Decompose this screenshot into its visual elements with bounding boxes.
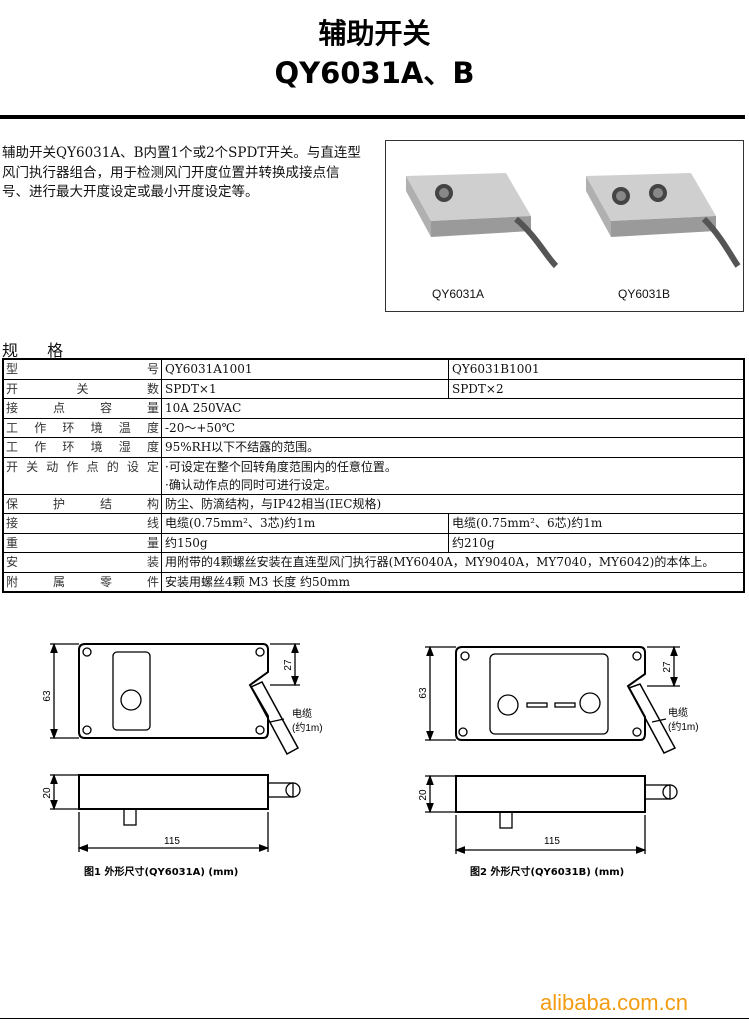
fig2-height: 63: [418, 687, 429, 699]
fig1-caption: 图1 外形尺寸(QY6031A) (mm): [84, 865, 238, 878]
spec-value-text: 安装用螺丝4颗 M3 长度 约50mm: [165, 574, 351, 589]
spec-value: 安装用螺丝4颗 M3 长度 约50mm: [161, 571, 745, 593]
page-title: 辅助开关: [318, 17, 431, 50]
spec-label: 接线: [2, 513, 162, 534]
spec-value-text: 电缆(0.75mm²、3芯)约1m: [165, 516, 316, 530]
spec-value-text: ·可设定在整个回转角度范围内的任意位置。: [165, 459, 397, 474]
spec-value-text: 用附带的4颗螺丝安装在直连型风门执行器(MY6040A，MY9040A，MY70…: [165, 555, 715, 569]
intro-text: 辅助开关QY6031A、B内置1个或2个SPDT开关。与直连型风门执行器组合，用…: [2, 145, 361, 200]
spec-row: 重量约150g 约210g: [2, 532, 745, 553]
spec-row: 安装用附带的4颗螺丝安装在直连型风门执行器(MY6040A，MY9040A，MY…: [2, 552, 745, 573]
fig1-cable-label: 电缆: [292, 707, 312, 720]
spec-value: SPDT×1: [161, 378, 449, 399]
spec-value-b: QY6031B1001: [448, 358, 745, 380]
spec-row: 型号 QY6031A1001 QY6031B1001: [2, 358, 745, 380]
spec-value-text: 10A 250VAC: [165, 401, 242, 415]
photo-label-b: QY6031B: [618, 287, 671, 301]
product-photo: QY6031A QY6031B: [385, 140, 744, 312]
device-a-image: [406, 173, 559, 269]
spec-row: 开关动作点的设定 ·可设定在整个回转角度范围内的任意位置。 ·确认动作点的同时可进行…: [2, 456, 745, 495]
fig2-cable-height: 27: [662, 661, 673, 673]
spec-label: 开关数: [2, 378, 162, 399]
photo-label-a: QY6031A: [432, 287, 485, 301]
fig2-caption: 图2 外形尺寸(QY6031B) (mm): [470, 865, 624, 878]
spec-label: 开关动作点的设定: [2, 456, 162, 495]
spec-value-text: 95%RH以下不结露的范围。: [165, 440, 320, 454]
spec-label-text: 附属零件: [6, 574, 159, 589]
spec-value: 10A 250VAC: [161, 398, 745, 419]
fig2-cable-label: 电缆: [668, 706, 688, 719]
spec-value: ·可设定在整个回转角度范围内的任意位置。 ·确认动作点的同时可进行设定。: [161, 456, 745, 495]
spec-label-text: 保护结构: [6, 496, 159, 511]
spec-value-text: 约150g: [165, 535, 208, 550]
spec-value: -20～+50℃: [161, 417, 745, 438]
spec-label-text: 开关动作点的设定: [6, 459, 159, 474]
watermark-brand: alibaba.com.cn: [540, 990, 688, 1015]
spec-label-text: 接线: [6, 516, 159, 530]
fig1-cable-length: (约1m): [292, 721, 323, 734]
spec-label: 型号: [2, 358, 162, 380]
fig1-height: 63: [42, 690, 53, 702]
fig2-width: 115: [544, 836, 560, 847]
spec-label: 工作环境湿度: [2, 437, 162, 458]
spec-label-text: 工作环境湿度: [6, 440, 159, 454]
spec-value-b: 约210g: [448, 532, 745, 553]
fig1-width: 115: [164, 836, 180, 847]
product-image: [406, 173, 741, 269]
spec-label: 接点容量: [2, 398, 162, 419]
spec-row: 附属零件安装用螺丝4颗 M3 长度 约50mm: [2, 571, 745, 593]
spec-label: 工作环境温度: [2, 417, 162, 438]
fig1-depth: 20: [42, 787, 53, 799]
spec-label-text: 重量: [6, 535, 159, 550]
spec-label-text: 工作环境温度: [6, 420, 159, 435]
spec-row: 工作环境湿度 95%RH以下不结露的范围。: [2, 437, 745, 458]
spec-value-text: -20～+50℃: [165, 420, 236, 435]
spec-label: 安装: [2, 552, 162, 573]
spec-label-text: 型号: [6, 362, 159, 376]
spec-value-text: QY6031A1001: [165, 362, 253, 376]
device-b-image: [586, 173, 741, 268]
spec-label: 保护结构: [2, 493, 162, 514]
fig1-cable-height: 27: [283, 659, 294, 671]
spec-label: 重量: [2, 532, 162, 553]
spec-value: 电缆(0.75mm²、3芯)约1m: [161, 513, 449, 534]
spec-value: 用附带的4颗螺丝安装在直连型风门执行器(MY6040A，MY9040A，MY70…: [161, 552, 745, 573]
spec-label-text: 开关数: [6, 381, 159, 396]
spec-row: 接线电缆(0.75mm²、3芯)约1m 电缆(0.75mm²、6芯)约1m: [2, 513, 745, 534]
figure-1: [50, 642, 301, 852]
dimension-drawings: 63 27 20 115 电缆 (约1m) 图1 外形尺寸(QY6031A) (…: [42, 642, 699, 878]
spec-value-text: ·确认动作点的同时可进行设定。: [165, 477, 337, 492]
model-title: QY6031A、B: [274, 56, 475, 90]
spec-row: 保护结构防尘、防滴结构，与IP42相当(IEC规格): [2, 493, 745, 514]
spec-row: 工作环境温度 -20～+50℃: [2, 417, 745, 438]
spec-value-text: SPDT×1: [165, 381, 217, 396]
spec-value: QY6031A1001: [161, 358, 449, 380]
spec-value: 防尘、防滴结构，与IP42相当(IEC规格): [161, 493, 745, 514]
spec-value: 约150g: [161, 532, 449, 553]
spec-row: 开关数 SPDT×1 SPDT×2: [2, 378, 745, 399]
spec-value: 95%RH以下不结露的范围。: [161, 437, 745, 458]
spec-value-b: SPDT×2: [448, 378, 745, 399]
spec-label-text: 安装: [6, 555, 159, 569]
spec-label: 附属零件: [2, 571, 162, 593]
spec-value-text: 防尘、防滴结构，与IP42相当(IEC规格): [165, 496, 382, 511]
fig2-depth: 20: [418, 789, 429, 801]
spec-row: 接点容量 10A 250VAC: [2, 398, 745, 419]
fig2-cable-length: (约1m): [668, 720, 699, 733]
spec-value-b: 电缆(0.75mm²、6芯)约1m: [448, 513, 745, 534]
divider: [0, 115, 745, 119]
spec-label-text: 接点容量: [6, 401, 159, 415]
spec-heading: 规 格: [2, 341, 76, 360]
footer-divider: [0, 1018, 749, 1019]
figure-2: [425, 645, 680, 854]
